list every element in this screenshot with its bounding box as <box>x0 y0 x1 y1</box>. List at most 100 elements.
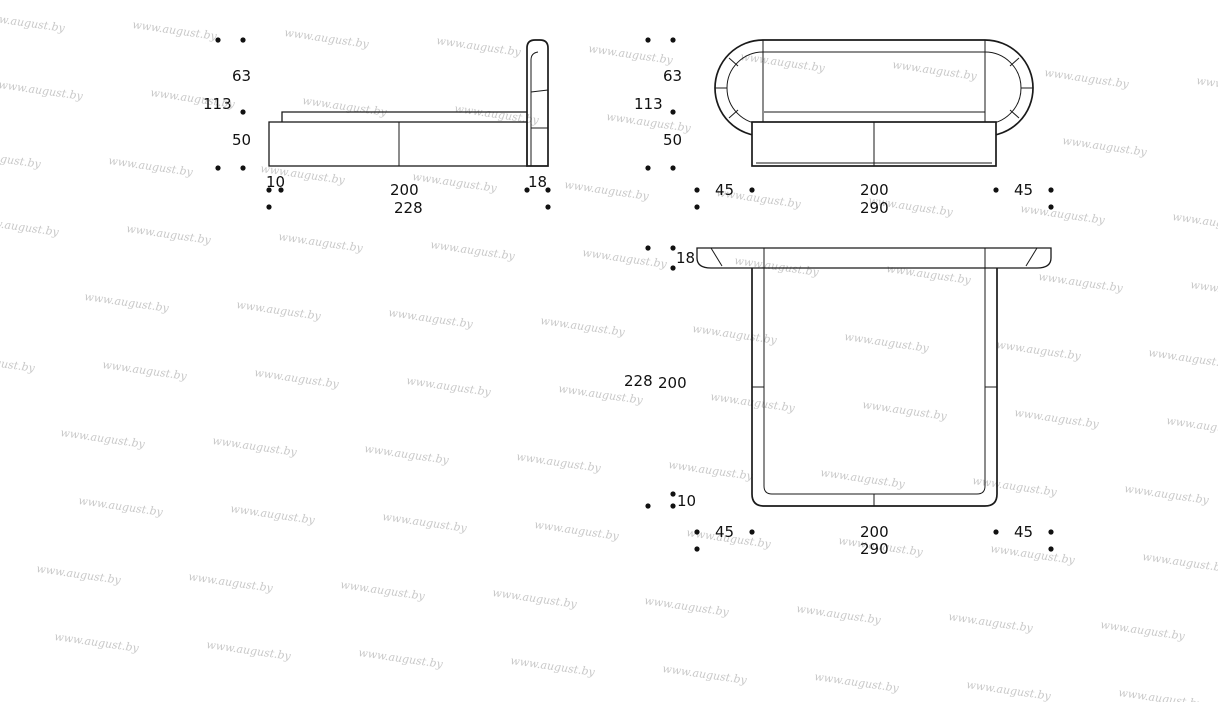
watermark-text: www.august.by <box>516 450 603 475</box>
watermark-text: www.august.by <box>1172 210 1218 235</box>
dim-dot <box>215 37 221 43</box>
dim-dot <box>993 187 999 193</box>
watermark-text: www.august.by <box>412 170 499 195</box>
dim-dot <box>1048 529 1054 535</box>
dim-dot <box>240 109 246 115</box>
watermark-text: www.august.by <box>382 510 469 535</box>
side-base-height-label: 50 <box>232 131 251 149</box>
watermark-text: www.august.by <box>886 262 973 287</box>
watermark-text: www.august.by <box>582 246 669 271</box>
watermark-text: www.august.by <box>692 322 779 347</box>
watermark-text: www.august.by <box>1166 414 1218 439</box>
top-headboard-corner-right <box>1025 247 1038 267</box>
watermark-text: www.august.by <box>892 58 979 83</box>
watermark-text: www.august.by <box>436 34 523 59</box>
top-side-right-label: 45 <box>1014 523 1033 541</box>
dim-dot <box>694 204 700 210</box>
watermark-text: www.august.by <box>1190 278 1218 303</box>
watermark-text: www.august.by <box>212 434 299 459</box>
watermark-text: www.august.by <box>534 518 621 543</box>
front-headboard-rib <box>1009 57 1020 67</box>
dim-dot <box>670 491 676 497</box>
dim-dot <box>645 245 651 251</box>
side-view-bed <box>268 39 549 167</box>
side-headboard <box>526 39 549 167</box>
front-side-left-label: 45 <box>715 181 734 199</box>
dim-dot <box>670 37 676 43</box>
dim-dot <box>993 529 999 535</box>
watermark-text: www.august.by <box>0 146 42 171</box>
dim-dot <box>215 165 221 171</box>
watermark-text: www.august.by <box>78 494 165 519</box>
watermark-text: www.august.by <box>1044 66 1131 91</box>
watermark-text: www.august.by <box>540 314 627 339</box>
watermark-text: www.august.by <box>236 298 323 323</box>
watermark-text: www.august.by <box>1014 406 1101 431</box>
watermark-text: www.august.by <box>36 562 123 587</box>
front-view: 63 113 50 45 200 45 290 <box>634 37 1054 217</box>
top-base-offset-label: 10 <box>677 492 696 510</box>
side-view: 63 113 50 10 200 228 18 <box>203 37 551 217</box>
dim-dot <box>545 187 551 193</box>
watermark-text: www.august.by <box>1196 74 1218 99</box>
watermark-text: www.august.by <box>188 570 275 595</box>
watermark-text: www.august.by <box>862 398 949 423</box>
watermark-text: www.august.by <box>126 222 213 247</box>
side-headboard-height-label: 63 <box>232 67 251 85</box>
watermark-text: www.august.by <box>966 678 1053 702</box>
front-base-height-label: 50 <box>663 131 682 149</box>
dim-dot <box>266 204 272 210</box>
watermark-text: www.august.by <box>1124 482 1211 507</box>
front-headboard-height-label: 63 <box>663 67 682 85</box>
front-view-bed <box>714 39 1034 167</box>
watermark-text: www.august.by <box>990 542 1077 567</box>
top-frame-inner <box>763 268 986 495</box>
watermark-text: www.august.by <box>644 594 731 619</box>
watermark-text: www.august.by <box>948 610 1035 635</box>
dim-dot <box>645 165 651 171</box>
watermark-text: www.august.by <box>60 426 147 451</box>
watermark-text: www.august.by <box>844 330 931 355</box>
watermark-text: www.august.by <box>102 358 189 383</box>
watermark-text: www.august.by <box>1118 686 1205 702</box>
watermark-text: www.august.by <box>1142 550 1218 575</box>
dim-dot <box>694 546 700 552</box>
top-length-inner-label: 200 <box>658 374 687 392</box>
watermark-text: www.august.by <box>364 442 451 467</box>
watermark-text: www.august.by <box>0 350 36 375</box>
watermark-text: www.august.by <box>278 230 365 255</box>
dim-dot <box>278 187 284 193</box>
front-headboard-rib <box>1009 109 1020 119</box>
watermark-text: www.august.by <box>302 94 389 119</box>
watermark-text: www.august.by <box>734 254 821 279</box>
top-headboard-depth-label: 18 <box>676 249 695 267</box>
watermark-text: www.august.by <box>564 178 651 203</box>
front-total-height-label: 113 <box>634 95 663 113</box>
side-total-height-label: 113 <box>203 95 232 113</box>
dim-dot <box>694 187 700 193</box>
watermark-text: www.august.by <box>0 78 84 103</box>
dim-dot <box>240 165 246 171</box>
top-view: 18 228 200 10 45 200 45 290 <box>624 245 1054 558</box>
side-length-total-label: 228 <box>394 199 423 217</box>
watermark-text: www.august.by <box>820 466 907 491</box>
dim-dot <box>749 187 755 193</box>
front-view-dimension-dots <box>645 37 1054 210</box>
watermark-text: www.august.by <box>132 18 219 43</box>
watermark-text: www.august.by <box>0 10 66 35</box>
dim-dot <box>240 37 246 43</box>
top-view-dimension-dots <box>645 245 1054 552</box>
dim-dot <box>749 529 755 535</box>
dim-dot <box>670 503 676 509</box>
watermark-text: www.august.by <box>1062 134 1149 159</box>
watermark-text: www.august.by <box>108 154 195 179</box>
side-mattress-top <box>281 111 527 122</box>
top-frame-outer <box>751 268 998 507</box>
top-width-inner-label: 200 <box>860 523 889 541</box>
top-width-total-label: 290 <box>860 540 889 558</box>
dim-dot <box>524 187 530 193</box>
side-headboard-depth-label: 18 <box>528 173 547 191</box>
dim-dot <box>1048 187 1054 193</box>
